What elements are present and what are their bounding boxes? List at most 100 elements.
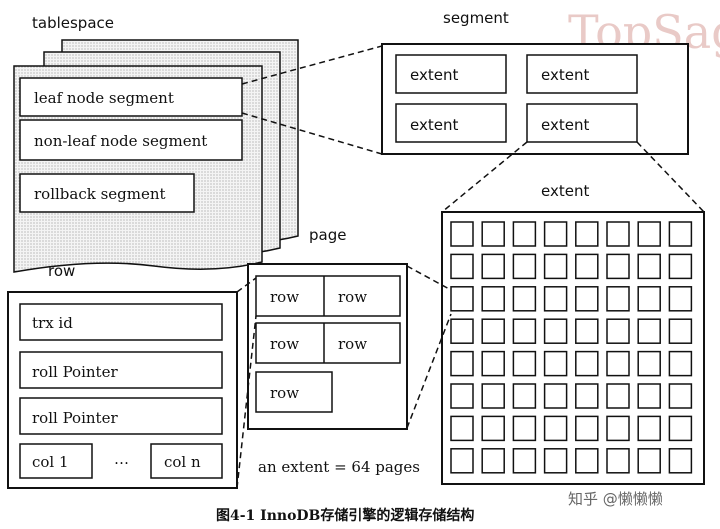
page-row-5-label: row [270,384,299,402]
row-title: row [48,262,75,280]
page-row-4-label: row [338,335,367,353]
extent-page-cell [575,383,599,409]
connector-row-to-page-top [236,277,257,293]
page-rows: row row row row row [255,275,401,413]
page-row-3-label: row [270,335,299,353]
extent-page-cell [450,415,474,442]
rollback-segment-label: rollback segment [34,185,166,203]
page-row-group-3 [255,371,333,413]
extent-page-cell [637,253,661,280]
extent-page-cell [450,318,474,344]
extent-grid-cells [450,221,693,474]
extent-page-cell [512,448,537,474]
extent-note: an extent = 64 pages [258,458,420,476]
connector-page-to-grid-top [406,265,452,291]
extent-page-cell [575,286,599,312]
roll-pointer-field-2 [19,397,223,435]
extent-page-cell [637,383,661,409]
segment-extent-3 [395,103,507,143]
connector-extent-to-grid-left [441,141,528,213]
row-fields: trx id roll Pointer roll Pointer col 1 …… [19,303,223,479]
non-leaf-node-segment-box [19,119,243,161]
extent-page-cell [543,415,568,442]
extent-page-cell [668,350,693,377]
extent-page-cell [481,415,505,442]
extent-page-cell [668,221,693,247]
extent-page-cell [637,286,661,312]
extent-page-cell [512,415,537,442]
page-row-group-1 [255,275,401,317]
figure-caption: 图4-1 InnoDB存储引擎的逻辑存储结构 [216,507,474,524]
segment-extent-3-label: extent [410,116,458,134]
rollback-segment-box [19,173,195,213]
segment-extent-4-label: extent [541,116,589,134]
page-row-2-label: row [338,288,367,306]
extent-page-cell [543,221,568,247]
extent-page-cell [450,253,474,280]
segment-extents: extent extent extent extent [395,54,638,143]
col-n-label: col n [164,453,201,471]
page-row-1-label: row [270,288,299,306]
trx-id-label: trx id [32,314,73,332]
col-1-label: col 1 [32,453,69,471]
extent-page-cell [543,318,568,344]
leaf-node-segment-box [19,77,243,117]
page-title: page [309,226,346,244]
extent-page-cell [543,383,568,409]
extent-page-cell [575,253,599,280]
extent-page-cell [606,286,630,312]
extent-page-cell [668,253,693,280]
extent-page-cell [575,318,599,344]
extent-page-cell [543,350,568,377]
extent-page-cell [450,221,474,247]
extent-page-cell [575,448,599,474]
extent-page-cell [512,383,537,409]
extent-page-cell [481,383,505,409]
extent-page-cell [606,415,630,442]
connector-leaf-to-segment-bottom [241,112,383,155]
extent-page-cell [606,383,630,409]
extent-page-cell [606,350,630,377]
col-1-field [19,443,93,479]
extent-page-cell [481,286,505,312]
extent-page-cell [606,221,630,247]
segment-extent-2 [526,54,638,94]
extent-page-cell [450,350,474,377]
extent-page-cell [512,253,537,280]
extent-page-cell [637,448,661,474]
extent-page-cell [512,350,537,377]
extent-page-cell [481,253,505,280]
segment-extent-2-label: extent [541,66,589,84]
extent-page-cell [668,448,693,474]
extent-page-cell [450,383,474,409]
segment-title: segment [443,9,509,27]
trx-id-field [19,303,223,341]
extent-grid-box [441,211,705,485]
tablespace-segment-list: leaf node segment non-leaf node segment … [19,77,243,213]
extent-page-cell [543,448,568,474]
connector-extent-to-grid-right [636,141,705,213]
extent-page-cell [512,221,537,247]
extent-page-cell [637,350,661,377]
extent-page-cell [481,221,505,247]
extent-page-cell [450,448,474,474]
tablespace-title: tablespace [32,14,114,32]
leaf-node-segment-label: leaf node segment [34,89,174,107]
author-credit: 知乎 @懒懒懒 [568,490,663,508]
roll-pointer-label-1: roll Pointer [32,363,118,381]
extent-page-cell [668,318,693,344]
col-n-field [150,443,223,479]
extent-page-cell [512,286,537,312]
extent-page-cell [450,286,474,312]
extent-page-cell [575,221,599,247]
segment-extent-1-label: extent [410,66,458,84]
extent-page-cell [637,221,661,247]
segment-extent-1 [395,54,507,94]
extent-page-cell [481,318,505,344]
connector-page-to-grid-bottom [406,313,452,429]
extent-page-cell [668,286,693,312]
columns-ellipsis: … [114,450,129,468]
extent-page-cell [481,448,505,474]
extent-page-cell [575,415,599,442]
